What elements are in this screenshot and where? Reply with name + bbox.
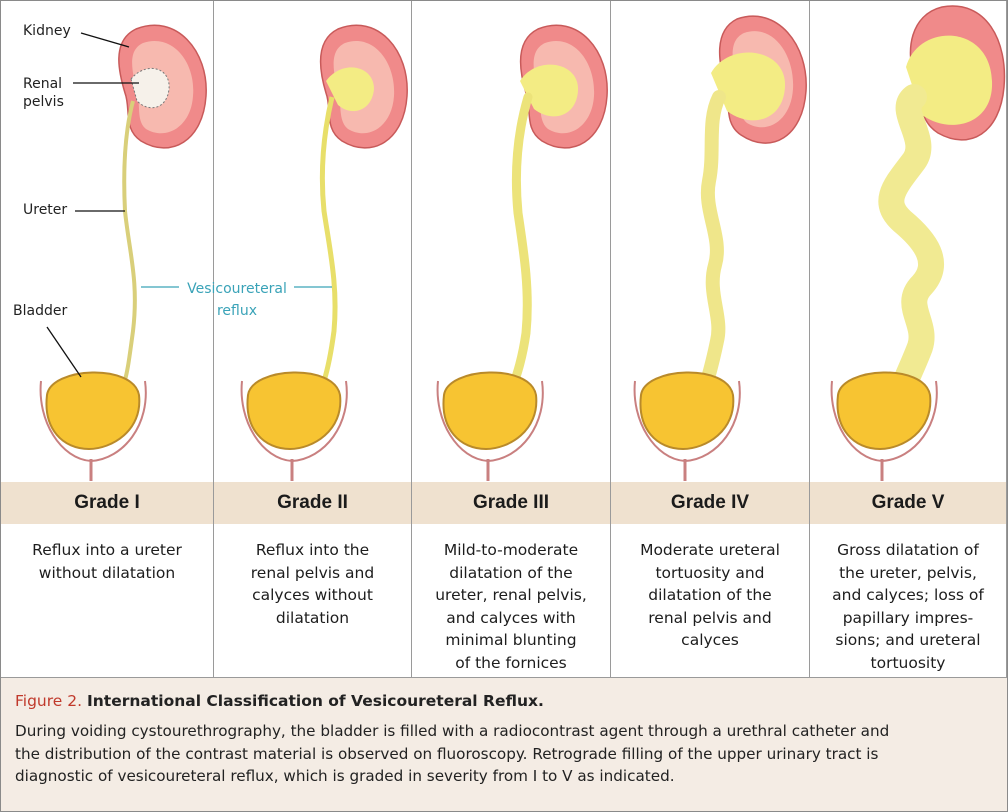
grade-4-illustration [611,1,810,481]
bladder-label: Bladder [13,303,67,319]
desc-line: Reflux into a ureter [9,539,205,562]
panel-grade-5: Grade V Gross dilatation of the ureter, … [810,1,1007,677]
desc-line: Moderate ureteral [619,539,801,562]
renal-pelvis-label-line2: pelvis [23,93,64,111]
ureter-label: Ureter [23,202,67,218]
desc-line: tortuosity [818,652,998,675]
vur-label-line1: Vesicoureteral [179,278,295,300]
ureter-shape [705,97,719,389]
grade-3-illustration [412,1,611,481]
renal-pelvis-filled [711,52,785,120]
bladder-shape [46,372,139,449]
grade-panels: Kidney Renal pelvis Ureter Bladder Grade… [1,1,1007,677]
kidney-label: Kidney [23,23,71,39]
caption-line: the distribution of the contrast materia… [15,743,993,766]
figure-title: International Classification of Vesicour… [87,692,544,710]
desc-line: without dilatation [9,562,205,585]
caption-title: Figure 2. International Classification o… [15,692,544,710]
desc-line: sions; and ureteral [818,629,998,652]
desc-line: papillary impres- [818,607,998,630]
grade-description: Moderate ureteral tortuosity and dilatat… [619,539,801,652]
desc-line: Mild-to-moderate [420,539,602,562]
panel-grade-1: Kidney Renal pelvis Ureter Bladder Grade… [1,1,214,677]
bladder-shape [837,372,930,449]
desc-line: dilatation of the [619,584,801,607]
desc-line: minimal blunting [420,629,602,652]
ureter-shape [891,97,931,391]
desc-line: tortuosity and [619,562,801,585]
bladder-shape [247,372,340,449]
desc-line: Reflux into the [222,539,403,562]
caption-line: diagnostic of vesicoureteral reflux, whi… [15,765,993,788]
grade-5-illustration [810,1,1007,481]
grade-title: Grade V [872,492,945,514]
grade-band: Grade IV [611,482,809,524]
desc-line: calyces without [222,584,403,607]
kidney-leader [81,33,129,47]
panel-grade-4: Grade IV Moderate ureteral tortuosity an… [611,1,810,677]
vur-label-line2: reflux [179,300,295,322]
desc-line: Gross dilatation of [818,539,998,562]
desc-line: calyces [619,629,801,652]
desc-line: the ureter, pelvis, [818,562,998,585]
renal-pelvis-label-line1: Renal [23,75,64,93]
bladder-shape [640,372,733,449]
grade-title: Grade III [473,492,549,514]
panel-grade-3: Grade III Mild-to-moderate dilatation of… [412,1,611,677]
grade-description: Reflux into the renal pelvis and calyces… [222,539,403,629]
grade-title: Grade IV [671,492,749,514]
figure-caption: Figure 2. International Classification o… [1,677,1007,811]
ureter-shape [123,101,135,386]
grade-band: Grade I [1,482,213,524]
bladder-shape [443,372,536,449]
ureter-shape [322,97,335,387]
desc-line: of the fornices [420,652,602,675]
bladder-leader [47,327,81,377]
grade-description: Gross dilatation of the ureter, pelvis, … [818,539,998,674]
desc-line: renal pelvis and [222,562,403,585]
desc-line: renal pelvis and [619,607,801,630]
caption-line: During voiding cystourethrography, the b… [15,720,993,743]
desc-line: dilatation of the [420,562,602,585]
figure-number: Figure 2. [15,692,82,710]
grade-2-illustration [214,1,412,481]
grade-description: Mild-to-moderate dilatation of the urete… [420,539,602,674]
panel-grade-2: Grade II Reflux into the renal pelvis an… [214,1,412,677]
desc-line: ureter, renal pelvis, [420,584,602,607]
grade-band: Grade III [412,482,610,524]
grade-description: Reflux into a ureter without dilatation [9,539,205,584]
desc-line: and calyces with [420,607,602,630]
grade-1-illustration [1,1,214,481]
desc-line: dilatation [222,607,403,630]
grade-band: Grade II [214,482,411,524]
grade-title: Grade I [74,492,139,514]
grade-title: Grade II [277,492,348,514]
grade-band: Grade V [810,482,1006,524]
desc-line: and calyces; loss of [818,584,998,607]
caption-body: During voiding cystourethrography, the b… [15,720,993,788]
vesicoureteral-reflux-label: Vesicoureteral reflux [179,278,295,322]
ureter-shape [512,97,528,389]
renal-pelvis-label: Renal pelvis [23,75,64,111]
